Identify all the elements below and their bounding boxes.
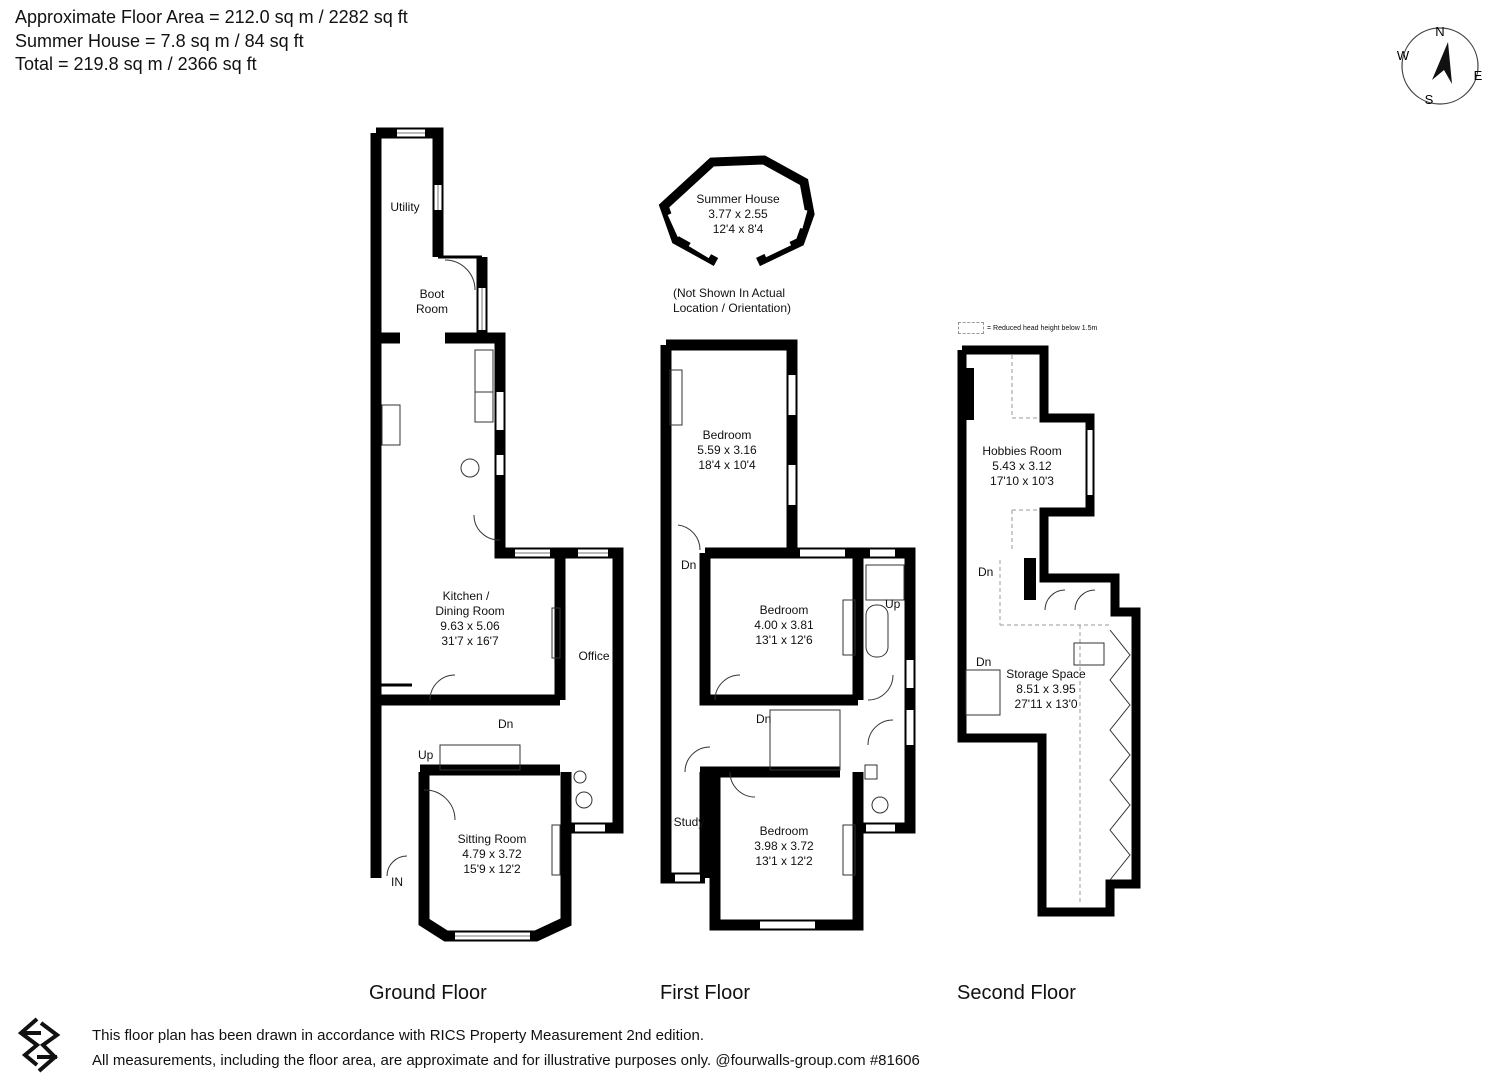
label-boot-room-2: Room: [416, 302, 448, 316]
label-study: Study: [674, 815, 705, 829]
label-kitchen-3: 9.63 x 5.06: [440, 619, 500, 633]
label-bedroom3-2: 3.98 x 3.72: [754, 839, 814, 853]
ground-floor-title: Ground Floor: [369, 982, 487, 1004]
marker-dn-second-1: Dn: [978, 565, 993, 579]
legend-text: = Reduced head height below 1.5m: [987, 324, 1098, 332]
fourwalls-logo-icon: [15, 1015, 63, 1080]
rics-statement: This floor plan has been drawn in accord…: [92, 1027, 704, 1044]
compass-south: S: [1425, 92, 1434, 107]
disclaimer-text: All measurements, including the floor ar…: [92, 1052, 920, 1069]
label-sitting-3: 15'9 x 12'2: [463, 862, 521, 876]
marker-in: IN: [391, 875, 403, 889]
label-summer-note-2: Location / Orientation): [673, 301, 791, 315]
label-summer-3: 12'4 x 8'4: [713, 222, 764, 236]
label-bedroom3-1: Bedroom: [760, 824, 809, 838]
label-storage-1: Storage Space: [1006, 667, 1086, 681]
marker-dn-second-2: Dn: [976, 655, 991, 669]
marker-up-ground: Up: [418, 748, 434, 762]
label-kitchen-4: 31'7 x 16'7: [441, 634, 499, 648]
label-bedroom1-3: 18'4 x 10'4: [698, 458, 756, 472]
label-boot-room-1: Boot: [420, 287, 445, 301]
compass-east: E: [1474, 68, 1483, 83]
label-bedroom2-3: 13'1 x 12'6: [755, 633, 813, 647]
reduced-height-legend: = Reduced head height below 1.5m: [958, 322, 1097, 334]
compass-north: N: [1435, 24, 1444, 39]
second-floor-title: Second Floor: [957, 982, 1076, 1004]
label-sitting-2: 4.79 x 3.72: [462, 847, 522, 861]
marker-dn-first-2: Dn: [756, 712, 771, 726]
ground-floor-plan: [370, 127, 624, 942]
label-bedroom1-2: 5.59 x 3.16: [697, 443, 757, 457]
label-summer-1: Summer House: [696, 192, 780, 206]
label-office: Office: [578, 649, 609, 663]
label-kitchen-2: Dining Room: [435, 604, 504, 618]
summer-house-plan: [658, 155, 815, 267]
marker-dn-ground: Dn: [498, 717, 513, 731]
label-hobbies-2: 5.43 x 3.12: [992, 459, 1052, 473]
marker-dn-first-1: Dn: [681, 558, 696, 572]
second-floor-plan: [957, 345, 1141, 917]
summer-house-area-text: Summer House = 7.8 sq m / 84 sq ft: [15, 31, 304, 51]
floor-area-text: Approximate Floor Area = 212.0 sq m / 22…: [15, 7, 408, 27]
compass-west: W: [1397, 48, 1410, 63]
label-bedroom1-1: Bedroom: [703, 428, 752, 442]
label-summer-2: 3.77 x 2.55: [708, 207, 768, 221]
compass-icon: N E S W: [1396, 22, 1484, 115]
label-storage-2: 8.51 x 3.95: [1016, 682, 1076, 696]
label-bedroom3-3: 13'1 x 12'2: [755, 854, 813, 868]
label-bedroom2-2: 4.00 x 3.81: [754, 618, 814, 632]
marker-up-first: Up: [885, 597, 901, 611]
label-sitting-1: Sitting Room: [458, 832, 527, 846]
total-area-text: Total = 219.8 sq m / 2366 sq ft: [15, 54, 257, 74]
label-hobbies-3: 17'10 x 10'3: [990, 474, 1054, 488]
dashed-box-icon: [958, 322, 984, 334]
label-summer-note-1: (Not Shown In Actual: [673, 286, 785, 300]
label-bedroom2-1: Bedroom: [760, 603, 809, 617]
first-floor-title: First Floor: [660, 982, 750, 1004]
label-storage-3: 27'11 x 13'0: [1014, 697, 1077, 711]
label-kitchen-1: Kitchen /: [443, 589, 490, 603]
label-utility: Utility: [390, 200, 419, 214]
label-hobbies-1: Hobbies Room: [982, 444, 1061, 458]
